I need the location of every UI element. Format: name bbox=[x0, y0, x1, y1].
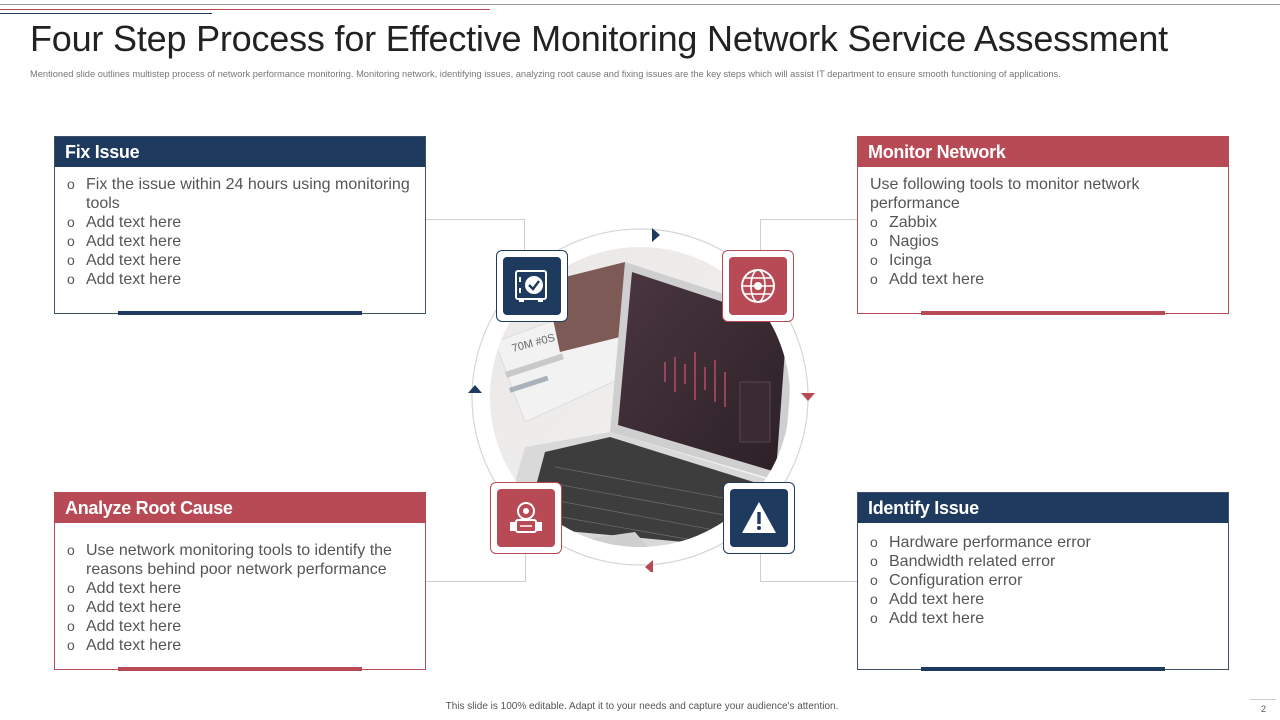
connector-fix-vertical bbox=[524, 219, 525, 251]
connector-fix bbox=[425, 219, 525, 220]
step-monitor-network-intro: Use following tools to monitor network p… bbox=[870, 176, 1140, 212]
robot-analysis-icon-tile bbox=[490, 482, 562, 554]
cycle-arrow-bottom bbox=[645, 560, 653, 572]
accent-bar bbox=[118, 667, 362, 671]
list-item: Configuration error bbox=[870, 571, 1216, 590]
connector-analyze-vertical bbox=[525, 553, 526, 582]
accent-bar bbox=[921, 667, 1165, 671]
step-identify-issue-list: Hardware performance error Bandwidth rel… bbox=[870, 533, 1216, 628]
list-item: Add text here bbox=[870, 590, 1216, 609]
step-fix-issue-list: Fix the issue within 24 hours using moni… bbox=[67, 175, 413, 289]
step-fix-issue-heading: Fix Issue bbox=[55, 137, 425, 167]
accent-bar bbox=[921, 311, 1165, 315]
vault-check-icon bbox=[515, 270, 547, 302]
list-item: Zabbix bbox=[870, 213, 1216, 232]
step-analyze-root-cause-list: Use network monitoring tools to identify… bbox=[67, 541, 413, 655]
step-fix-issue-box: Fix Issue Fix the issue within 24 hours … bbox=[54, 136, 426, 315]
globe-network-icon-tile bbox=[722, 250, 794, 322]
list-item: Add text here bbox=[67, 598, 413, 617]
list-item: Add text here bbox=[67, 270, 413, 289]
robot-analysis-icon bbox=[510, 502, 542, 533]
globe-network-icon bbox=[741, 269, 775, 303]
list-item: Add text here bbox=[67, 579, 413, 598]
cycle-arrow-left bbox=[468, 385, 482, 393]
list-item: Add text here bbox=[67, 232, 413, 251]
top-accent-blue bbox=[0, 13, 212, 14]
slide-footer: This slide is 100% editable. Adapt it to… bbox=[445, 701, 839, 712]
step-monitor-network-list: Zabbix Nagios Icinga Add text here bbox=[870, 213, 1216, 289]
connector-identify-vertical bbox=[760, 553, 761, 582]
list-item: Add text here bbox=[870, 270, 1216, 289]
connector-monitor-vertical bbox=[760, 219, 761, 251]
connector-analyze bbox=[425, 581, 526, 582]
warning-triangle-icon-tile bbox=[723, 482, 795, 554]
list-item: Add text here bbox=[870, 609, 1216, 628]
step-analyze-root-cause-heading: Analyze Root Cause bbox=[55, 493, 425, 523]
vault-check-icon-tile bbox=[496, 250, 568, 322]
list-item: Icinga bbox=[870, 251, 1216, 270]
step-monitor-network-box: Monitor Network Use following tools to m… bbox=[857, 136, 1229, 315]
list-item: Add text here bbox=[67, 251, 413, 270]
step-identify-issue-heading: Identify Issue bbox=[858, 493, 1228, 523]
page-number-rule bbox=[1250, 699, 1276, 700]
list-item: Nagios bbox=[870, 232, 1216, 251]
slide-title: Four Step Process for Effective Monitori… bbox=[30, 18, 1168, 59]
accent-bar bbox=[118, 311, 362, 315]
list-item: Add text here bbox=[67, 636, 413, 655]
warning-triangle-icon bbox=[742, 502, 776, 533]
slide-subtitle: Mentioned slide outlines multistep proce… bbox=[30, 69, 1061, 79]
top-rule bbox=[0, 4, 1280, 5]
connector-monitor bbox=[760, 219, 857, 220]
list-item: Fix the issue within 24 hours using moni… bbox=[67, 175, 413, 213]
page-number: 2 bbox=[1260, 704, 1266, 714]
top-accent-red bbox=[0, 9, 490, 10]
list-item: Add text here bbox=[67, 213, 413, 232]
step-monitor-network-heading: Monitor Network bbox=[858, 137, 1228, 167]
step-analyze-root-cause-box: Analyze Root Cause Use network monitorin… bbox=[54, 492, 426, 671]
cycle-arrow-right bbox=[801, 393, 815, 401]
cycle-arrow-top bbox=[652, 228, 660, 242]
step-identify-issue-box: Identify Issue Hardware performance erro… bbox=[857, 492, 1229, 671]
list-item: Add text here bbox=[67, 617, 413, 636]
connector-identify bbox=[760, 581, 857, 582]
list-item: Hardware performance error bbox=[870, 533, 1216, 552]
list-item: Bandwidth related error bbox=[870, 552, 1216, 571]
list-item: Use network monitoring tools to identify… bbox=[67, 541, 413, 579]
